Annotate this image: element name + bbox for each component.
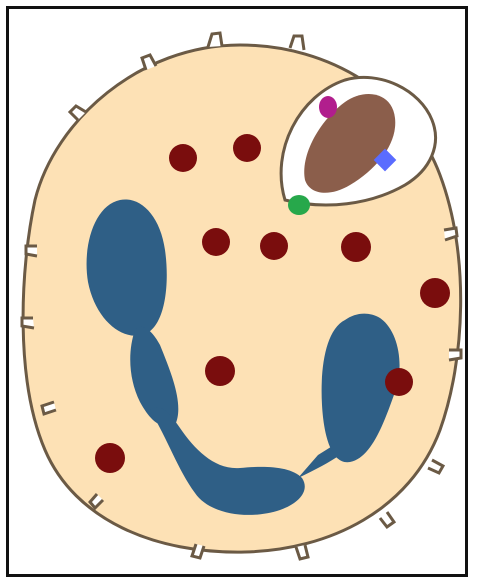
granule bbox=[169, 144, 197, 172]
granule bbox=[341, 232, 371, 262]
marker-magenta bbox=[319, 96, 337, 118]
marker-green bbox=[288, 195, 310, 215]
granule bbox=[95, 443, 125, 473]
granule bbox=[260, 232, 288, 260]
granule bbox=[202, 228, 230, 256]
granule bbox=[385, 368, 413, 396]
granule bbox=[233, 134, 261, 162]
granule bbox=[420, 278, 450, 308]
granule bbox=[205, 356, 235, 386]
